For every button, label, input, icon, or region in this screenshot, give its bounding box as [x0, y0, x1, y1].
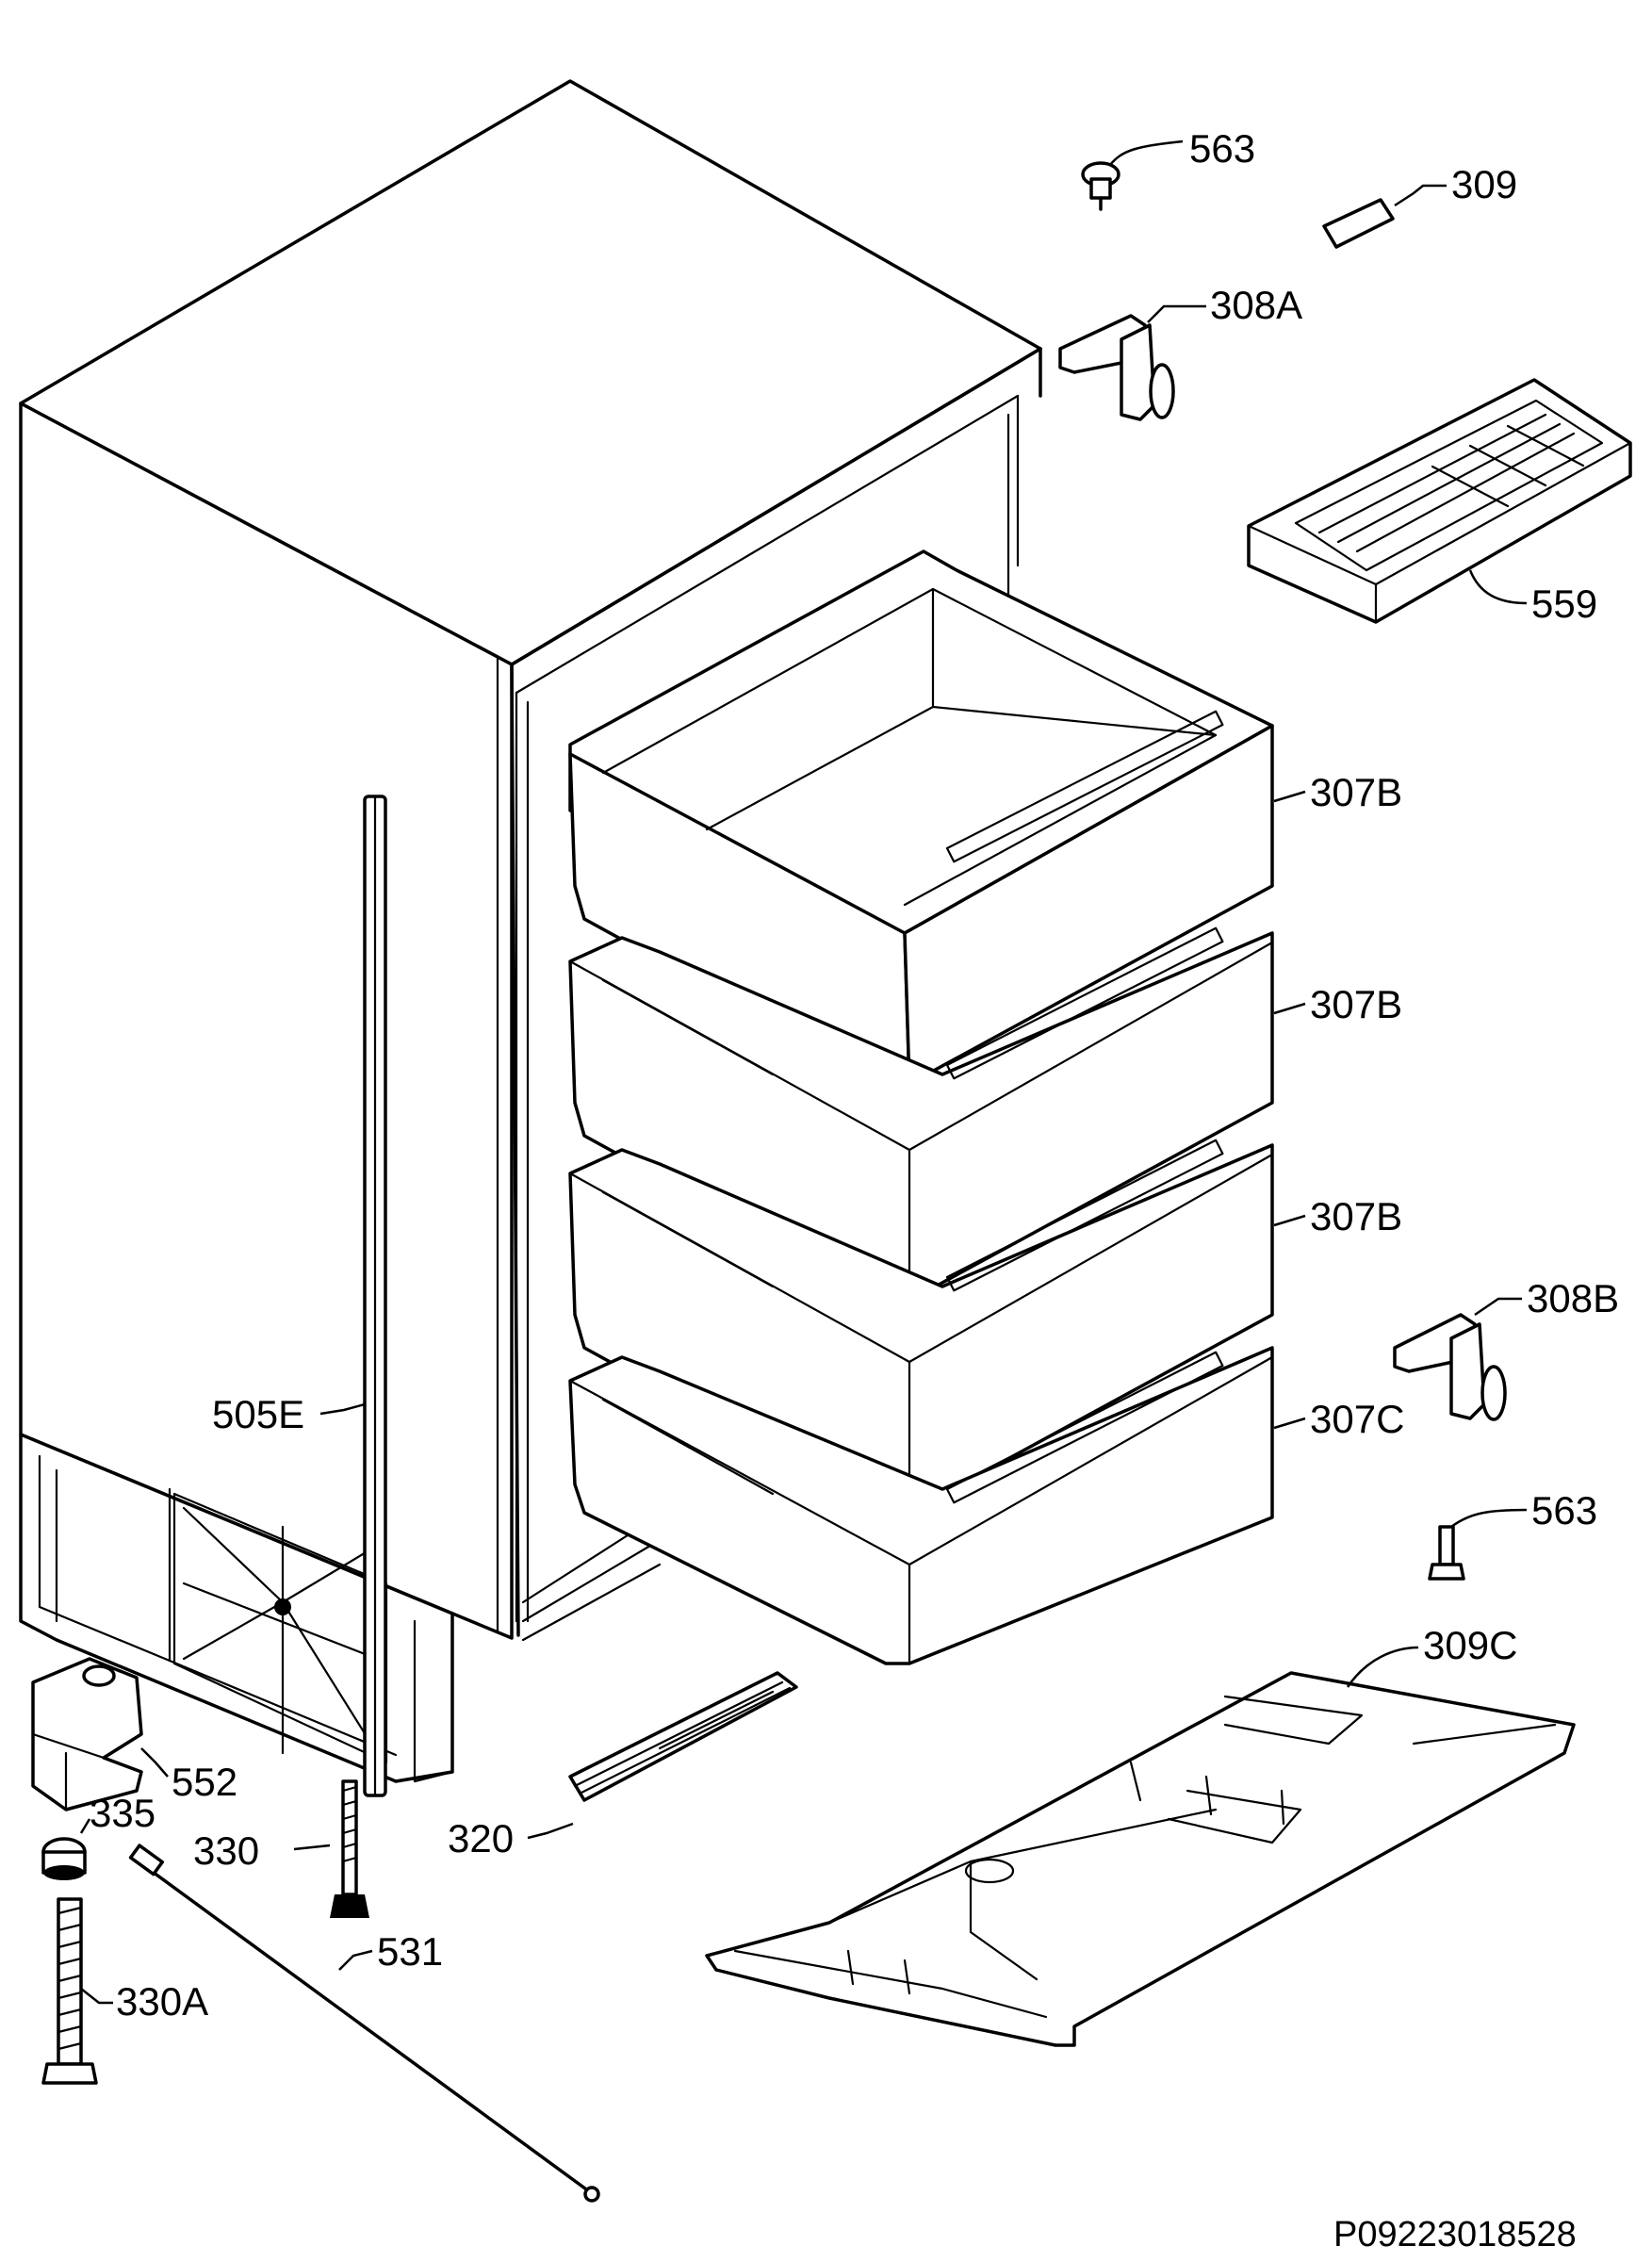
pin-563-top [1081, 161, 1120, 211]
hinge-308b [1393, 1313, 1507, 1421]
leader-lines [79, 139, 1528, 2005]
screw-330 [330, 1779, 369, 1918]
freezer-cabinet [19, 79, 1042, 1797]
ice-tray-559 [1247, 378, 1632, 624]
label-563-bottom: 563 [1531, 1488, 1597, 1533]
label-307b-2: 307B [1310, 982, 1402, 1026]
nut-335 [41, 1837, 87, 1880]
bracket-552 [31, 1657, 143, 1811]
label-307c: 307C [1310, 1397, 1404, 1441]
label-309c: 309C [1423, 1623, 1517, 1667]
drawer-307c [568, 1346, 1274, 1665]
grille-320 [568, 1671, 798, 1802]
label-309: 309 [1451, 162, 1517, 206]
label-330: 330 [193, 1828, 259, 1873]
label-307b-1: 307B [1310, 770, 1402, 814]
label-330a: 330A [116, 1979, 208, 2024]
drawing-code: P09223018528 [1333, 2215, 1577, 2254]
label-308a: 308A [1210, 283, 1302, 327]
part-labels: 563 309 308A 559 307B 307B 307B 308B 307… [90, 126, 1619, 2254]
screw-563-bottom [1428, 1525, 1465, 1581]
label-307b-3: 307B [1310, 1194, 1402, 1238]
label-335: 335 [90, 1791, 155, 1835]
label-531: 531 [377, 1929, 443, 1974]
cover-309c [705, 1671, 1576, 2047]
foot-330a [41, 1897, 98, 2085]
label-505e: 505E [212, 1392, 304, 1436]
rod-531 [128, 1844, 600, 2203]
label-552: 552 [172, 1760, 237, 1804]
label-320: 320 [448, 1816, 514, 1860]
hinge-308a [1058, 314, 1175, 421]
label-563-top: 563 [1189, 126, 1255, 171]
label-559: 559 [1531, 582, 1597, 626]
label-308b: 308B [1527, 1276, 1619, 1320]
plate-309 [1322, 198, 1395, 249]
